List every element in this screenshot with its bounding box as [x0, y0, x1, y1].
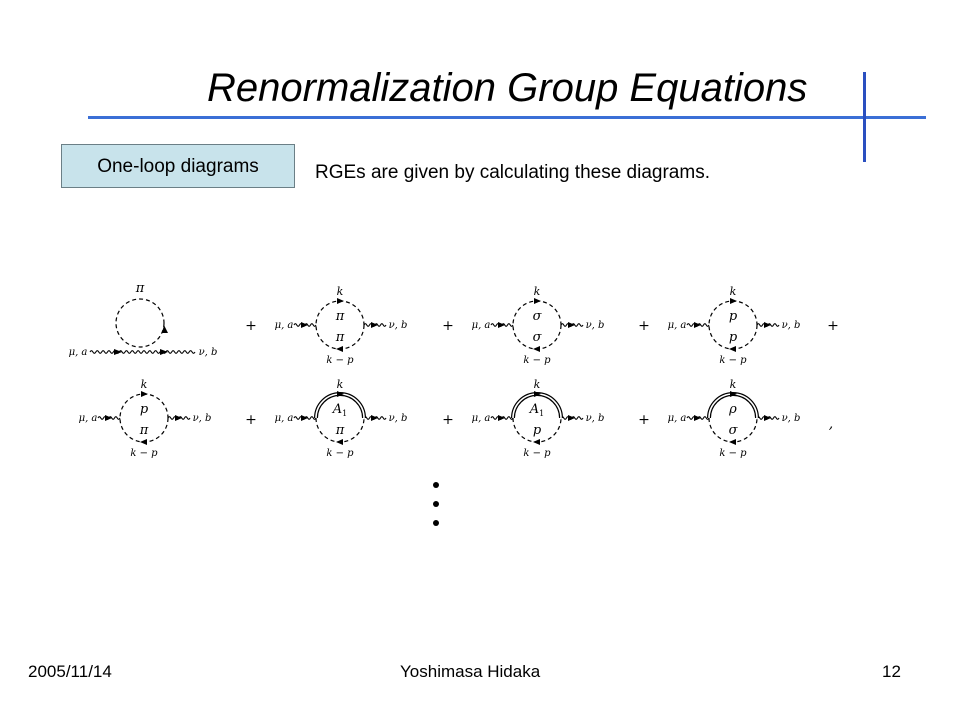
momentum-arrow-bottom: [533, 439, 540, 445]
external-label-left: μ, a: [275, 320, 294, 331]
external-label-left: μ, a: [472, 413, 491, 424]
arrow-head: [175, 415, 182, 421]
arrow-head: [498, 322, 505, 328]
plus-sign: +: [245, 412, 257, 428]
plus-sign: +: [638, 318, 650, 334]
field-label-top: A1: [529, 402, 544, 418]
external-label-right: ν, b: [389, 320, 408, 331]
arrow-head: [371, 322, 378, 328]
momentum-arrow-bottom: [336, 346, 343, 352]
external-label-right: ν, b: [193, 413, 212, 424]
momentum-arrow-bottom: [729, 439, 736, 445]
tadpole-loop: [115, 298, 165, 348]
momentum-label-top: k: [730, 285, 737, 298]
external-label-left: μ, a: [668, 320, 687, 331]
momentum-arrow-bottom: [533, 346, 540, 352]
momentum-label-bottom: k − p: [326, 355, 354, 366]
field-label-bottom: σ: [729, 423, 739, 438]
momentum-label-top: k: [534, 378, 541, 391]
momentum-arrow-top: [337, 298, 344, 304]
title-underline: [88, 116, 926, 119]
external-label-right: ν, b: [586, 413, 605, 424]
momentum-arrow-top: [730, 298, 737, 304]
momentum-arrow-bottom: [336, 439, 343, 445]
momentum-arrow-bottom: [729, 346, 736, 352]
one-loop-badge: One-loop diagrams: [61, 144, 295, 188]
plus-sign: +: [442, 412, 454, 428]
arrow-head: [301, 322, 308, 328]
arrow-head: [694, 322, 701, 328]
momentum-label-top: k: [337, 285, 344, 298]
ellipsis-dot: [433, 482, 439, 488]
momentum-arrow-top: [730, 391, 737, 397]
external-label-right: ν, b: [389, 413, 408, 424]
ellipsis-dot: [433, 520, 439, 526]
arrow-head: [568, 415, 575, 421]
arrow-head: [568, 322, 575, 328]
plus-sign: +: [245, 318, 257, 334]
field-label-top: p: [140, 402, 149, 417]
trailing-comma: ,: [829, 416, 833, 432]
field-label-bottom: π: [335, 423, 345, 438]
field-label-bottom: π: [139, 423, 149, 438]
arrow-head: [160, 349, 168, 355]
arrow-head: [301, 415, 308, 421]
momentum-label-top: k: [730, 378, 737, 391]
external-label-right: ν, b: [199, 347, 218, 358]
arrow-head: [371, 415, 378, 421]
external-label-left: μ, a: [275, 413, 294, 424]
description-text: RGEs are given by calculating these diag…: [315, 162, 710, 183]
tadpole-wavy-line: [89, 350, 196, 354]
arrow-head: [498, 415, 505, 421]
field-label-bottom: σ: [533, 330, 543, 345]
momentum-label-bottom: k − p: [130, 448, 158, 459]
arrow-head: [114, 349, 122, 355]
momentum-label-bottom: k − p: [523, 355, 551, 366]
momentum-label-bottom: k − p: [326, 448, 354, 459]
tadpole-field-label: π: [135, 281, 145, 296]
footer-page-number: 12: [882, 662, 901, 681]
footer-date: 2005/11/14: [28, 662, 112, 681]
field-label-bottom: p: [533, 423, 542, 438]
title-vertical-rule: [863, 72, 866, 162]
external-label-right: ν, b: [782, 413, 801, 424]
momentum-label-bottom: k − p: [719, 355, 747, 366]
footer-author: Yoshimasa Hidaka: [400, 662, 541, 681]
slide-title: Renormalization Group Equations: [207, 66, 808, 110]
plus-sign: +: [638, 412, 650, 428]
momentum-arrow-top: [141, 391, 148, 397]
momentum-label-bottom: k − p: [719, 448, 747, 459]
field-label-top: A1: [332, 402, 347, 418]
field-label-top: π: [335, 309, 345, 324]
plus-sign: +: [827, 318, 839, 334]
field-label-top: p: [729, 309, 738, 324]
arrow-head: [764, 415, 771, 421]
momentum-label-top: k: [534, 285, 541, 298]
plus-sign: +: [442, 318, 454, 334]
external-label-right: ν, b: [782, 320, 801, 331]
arrow-head: [162, 325, 168, 333]
momentum-label-top: k: [337, 378, 344, 391]
momentum-arrow-top: [534, 298, 541, 304]
momentum-label-bottom: k − p: [523, 448, 551, 459]
arrow-head: [105, 415, 112, 421]
momentum-arrow-bottom: [140, 439, 147, 445]
arrow-head: [764, 322, 771, 328]
ellipsis-dot: [433, 501, 439, 507]
momentum-label-top: k: [141, 378, 148, 391]
field-label-bottom: p: [729, 330, 738, 345]
external-label-left: μ, a: [472, 320, 491, 331]
external-label-left: μ, a: [79, 413, 98, 424]
external-label-right: ν, b: [586, 320, 605, 331]
external-label-left: μ, a: [69, 347, 88, 358]
momentum-arrow-top: [337, 391, 344, 397]
field-label-top: ρ: [728, 402, 737, 417]
field-label-top: σ: [533, 309, 543, 324]
momentum-arrow-top: [534, 391, 541, 397]
field-label-bottom: π: [335, 330, 345, 345]
external-label-left: μ, a: [668, 413, 687, 424]
arrow-head: [694, 415, 701, 421]
